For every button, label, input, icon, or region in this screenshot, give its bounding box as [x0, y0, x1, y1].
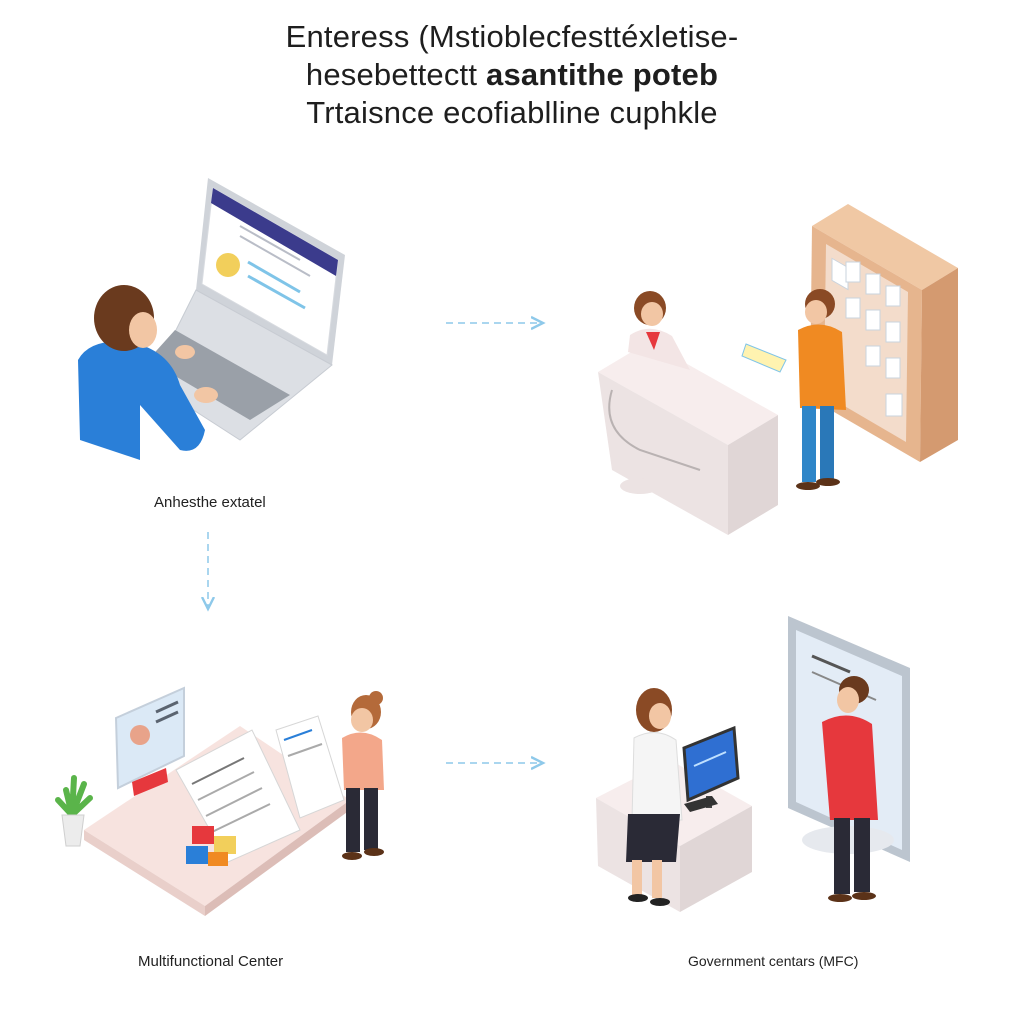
computer-monitor-icon [114, 686, 185, 796]
person-icon [626, 688, 683, 906]
title-line-3: Trtaisnce ecofiablline cuphkle [306, 95, 718, 130]
title-line-2: hesebettectt asantithe poteb [0, 56, 1024, 94]
person-icon [628, 291, 690, 370]
diagram-title: Enteress (Mstioblecfesttéxletise- hesebe… [0, 18, 1024, 132]
caption-government: Government centars (MFC) [688, 953, 859, 969]
online-scene [78, 178, 345, 460]
caption-mfc: Multifunctional Center [138, 953, 284, 970]
caption-online: Anhesthe extatel [154, 494, 266, 511]
title-line-2-bold: asantithe poteb [486, 57, 719, 92]
document-icon [175, 715, 345, 863]
person-icon [342, 691, 384, 860]
title-line-2-regular: hesebettectt [305, 57, 486, 92]
government-scene [596, 616, 910, 912]
title-line-1: Enteress (Mstioblecfesttéxletise- [285, 19, 739, 54]
person-icon [741, 289, 846, 490]
mfc-scene [55, 686, 384, 916]
person-icon [822, 676, 878, 902]
reception-scene [598, 204, 958, 535]
stacked-boxes-icon [186, 826, 236, 866]
person-icon [78, 285, 218, 460]
reception-desk-icon [598, 342, 778, 535]
computer-monitor-icon [682, 725, 740, 812]
potted-plant-icon [55, 775, 93, 847]
